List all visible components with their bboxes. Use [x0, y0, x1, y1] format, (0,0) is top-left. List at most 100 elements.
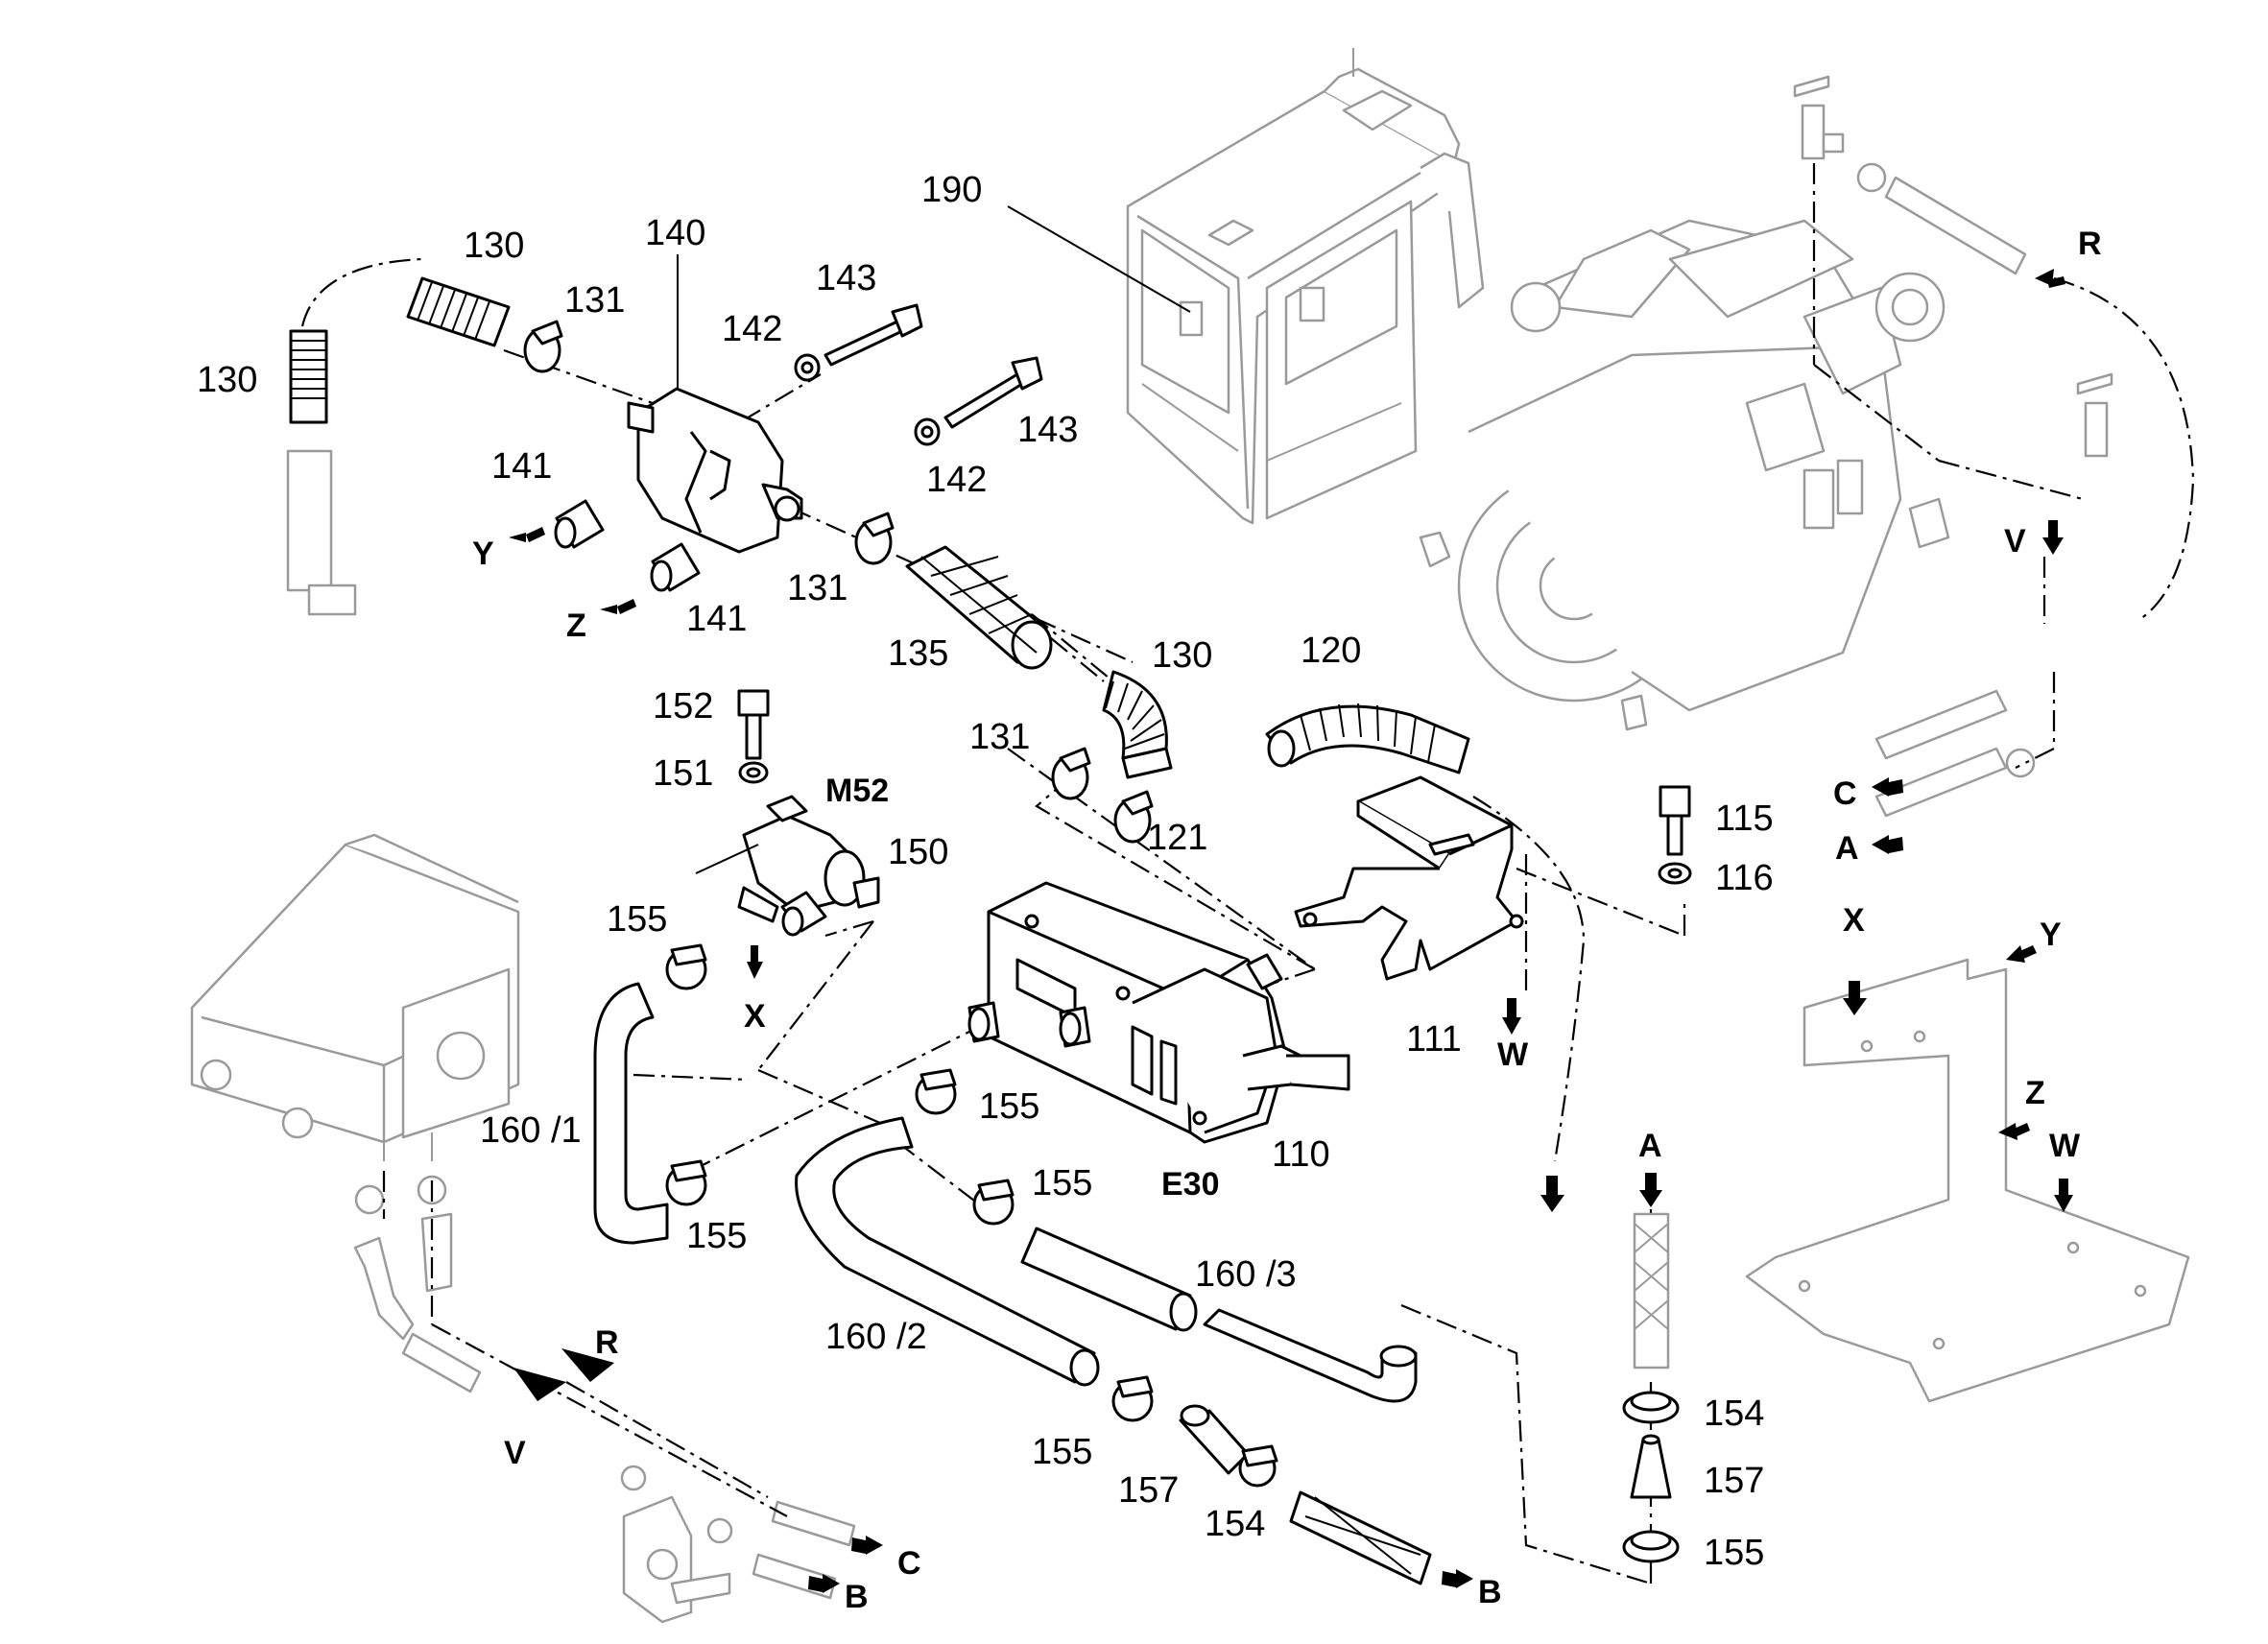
- connector-a-1: A: [1835, 830, 1859, 867]
- part-131-clamp-a: [523, 320, 563, 373]
- part-160-1-hose: [593, 982, 669, 1245]
- callout-135: 135: [888, 633, 948, 674]
- callout-116: 116: [1715, 858, 1774, 898]
- arrow-c2: [851, 1536, 883, 1555]
- arrow-b1: [808, 1574, 840, 1593]
- callout-131-a: 131: [564, 280, 625, 321]
- connector-w-2: W: [2049, 1128, 2081, 1164]
- arrow-dashed-end: [1540, 1176, 1564, 1212]
- callout-152: 152: [653, 686, 713, 727]
- valve-illustration: [353, 1175, 856, 1624]
- part-155-clamp-b: [665, 1159, 707, 1206]
- callout-155-e: 155: [1032, 1432, 1092, 1472]
- callout-115: 115: [1715, 798, 1774, 839]
- connector-x-2: X: [1843, 902, 1865, 939]
- part-130-upper-hose: [406, 276, 511, 347]
- part-152-bolt: [737, 689, 770, 760]
- callout-154-b: 154: [1704, 1394, 1764, 1434]
- mounting-bracket-illustration: [1745, 958, 2190, 1403]
- callout-labels: 130 130 130 140 143 143 131 131 131 142 …: [197, 170, 2102, 1615]
- callout-131-b: 131: [787, 568, 848, 608]
- connector-r-1: R: [2078, 226, 2102, 262]
- connector-r-2: R: [595, 1324, 619, 1361]
- callout-142-b: 142: [926, 460, 987, 500]
- callout-155-c: 155: [979, 1086, 1039, 1127]
- connector-c-2: C: [897, 1545, 921, 1582]
- callout-155-d: 155: [1032, 1163, 1092, 1203]
- arrow-y2: [2006, 945, 2037, 963]
- leader-lines: [677, 205, 1191, 389]
- arrow-x2: [1843, 981, 1867, 1015]
- connector-z-1: Z: [566, 608, 586, 644]
- cab-illustration: [1126, 48, 1485, 525]
- connector-z-2: Z: [2025, 1075, 2045, 1111]
- connector-w-1: W: [1497, 1036, 1529, 1073]
- part-160-3-hose: [1020, 1227, 1418, 1403]
- arrow-x1: [747, 945, 763, 979]
- arrow-w1: [1502, 998, 1521, 1035]
- callout-160-1: 160 /1: [480, 1110, 582, 1151]
- connector-y-1: Y: [472, 536, 494, 572]
- callout-141-a: 141: [491, 446, 552, 487]
- arrow-c1: [1872, 777, 1903, 797]
- callout-190: 190: [921, 170, 982, 210]
- callout-111: 111: [1406, 1019, 1462, 1060]
- part-160-2-hose: [795, 1116, 1100, 1387]
- part-111-heater-bracket: [1294, 775, 1524, 981]
- direction-arrows: [509, 269, 2073, 1593]
- callout-120: 120: [1301, 631, 1361, 671]
- arrow-r2: [561, 1348, 614, 1382]
- part-135-sleeve: [905, 545, 1053, 670]
- callout-150: 150: [888, 832, 948, 872]
- part-154-clamp: [1238, 1444, 1278, 1488]
- callout-110: 110: [1272, 1134, 1330, 1175]
- callout-155-b: 155: [686, 1216, 747, 1256]
- arrow-b2: [1442, 1569, 1473, 1588]
- callout-141-b: 141: [686, 599, 747, 639]
- connector-v-1: V: [2004, 523, 2026, 560]
- connector-v-2: V: [504, 1435, 526, 1471]
- callout-143-a: 143: [816, 258, 876, 298]
- part-155-clamp-f: [1622, 1530, 1680, 1563]
- callout-131-c: 131: [969, 717, 1030, 757]
- arrow-r1: [2035, 269, 2065, 288]
- callout-157-b: 157: [1704, 1461, 1764, 1501]
- arrow-v1: [2042, 520, 2064, 555]
- component-e30: E30: [1161, 1166, 1220, 1203]
- callout-155-f: 155: [1704, 1533, 1764, 1573]
- part-157-reducer: [1179, 1404, 1250, 1475]
- callout-130-c: 130: [1152, 635, 1212, 676]
- callout-157-a: 157: [1118, 1470, 1179, 1511]
- part-157-reducer-b: [1630, 1434, 1672, 1499]
- part-115-bolt: [1659, 785, 1691, 856]
- part-143-bolts: [824, 303, 1043, 429]
- connector-c-1: C: [1833, 775, 1857, 812]
- part-155-clamp-a: [665, 943, 707, 990]
- part-150-pump: [695, 795, 880, 937]
- arrow-a1: [1872, 835, 1903, 854]
- drain-tap-illustration: [1793, 75, 2113, 818]
- part-154-clamp-b: [1622, 1391, 1680, 1424]
- connector-x-1: X: [744, 998, 766, 1035]
- part-140-silencer: [627, 387, 803, 554]
- engine-illustration: [1419, 219, 1950, 731]
- cab-heater-illustration: [190, 833, 520, 1161]
- part-110-heater: [967, 881, 1350, 1144]
- callout-160-2: 160 /2: [825, 1317, 927, 1357]
- part-155-clamp-d: [972, 1179, 1015, 1226]
- part-130-vertical-hose: [286, 329, 357, 616]
- part-151-washer: [738, 761, 769, 784]
- part-130-lower-hose: [1102, 670, 1173, 779]
- arrow-v2: [513, 1368, 566, 1401]
- connector-y-2: Y: [2040, 917, 2062, 953]
- part-hose-to-b: [1289, 1490, 1432, 1585]
- callout-160-3: 160 /3: [1195, 1254, 1297, 1295]
- part-116-washer: [1658, 862, 1692, 885]
- component-m52: M52: [825, 773, 889, 809]
- part-141-grommets: [554, 499, 701, 592]
- connector-b-2: B: [1478, 1574, 1502, 1610]
- part-131-clamp-b: [854, 512, 895, 565]
- arrow-z2: [1998, 1123, 2030, 1140]
- callout-130-b: 130: [197, 360, 257, 400]
- callout-143-b: 143: [1017, 410, 1078, 450]
